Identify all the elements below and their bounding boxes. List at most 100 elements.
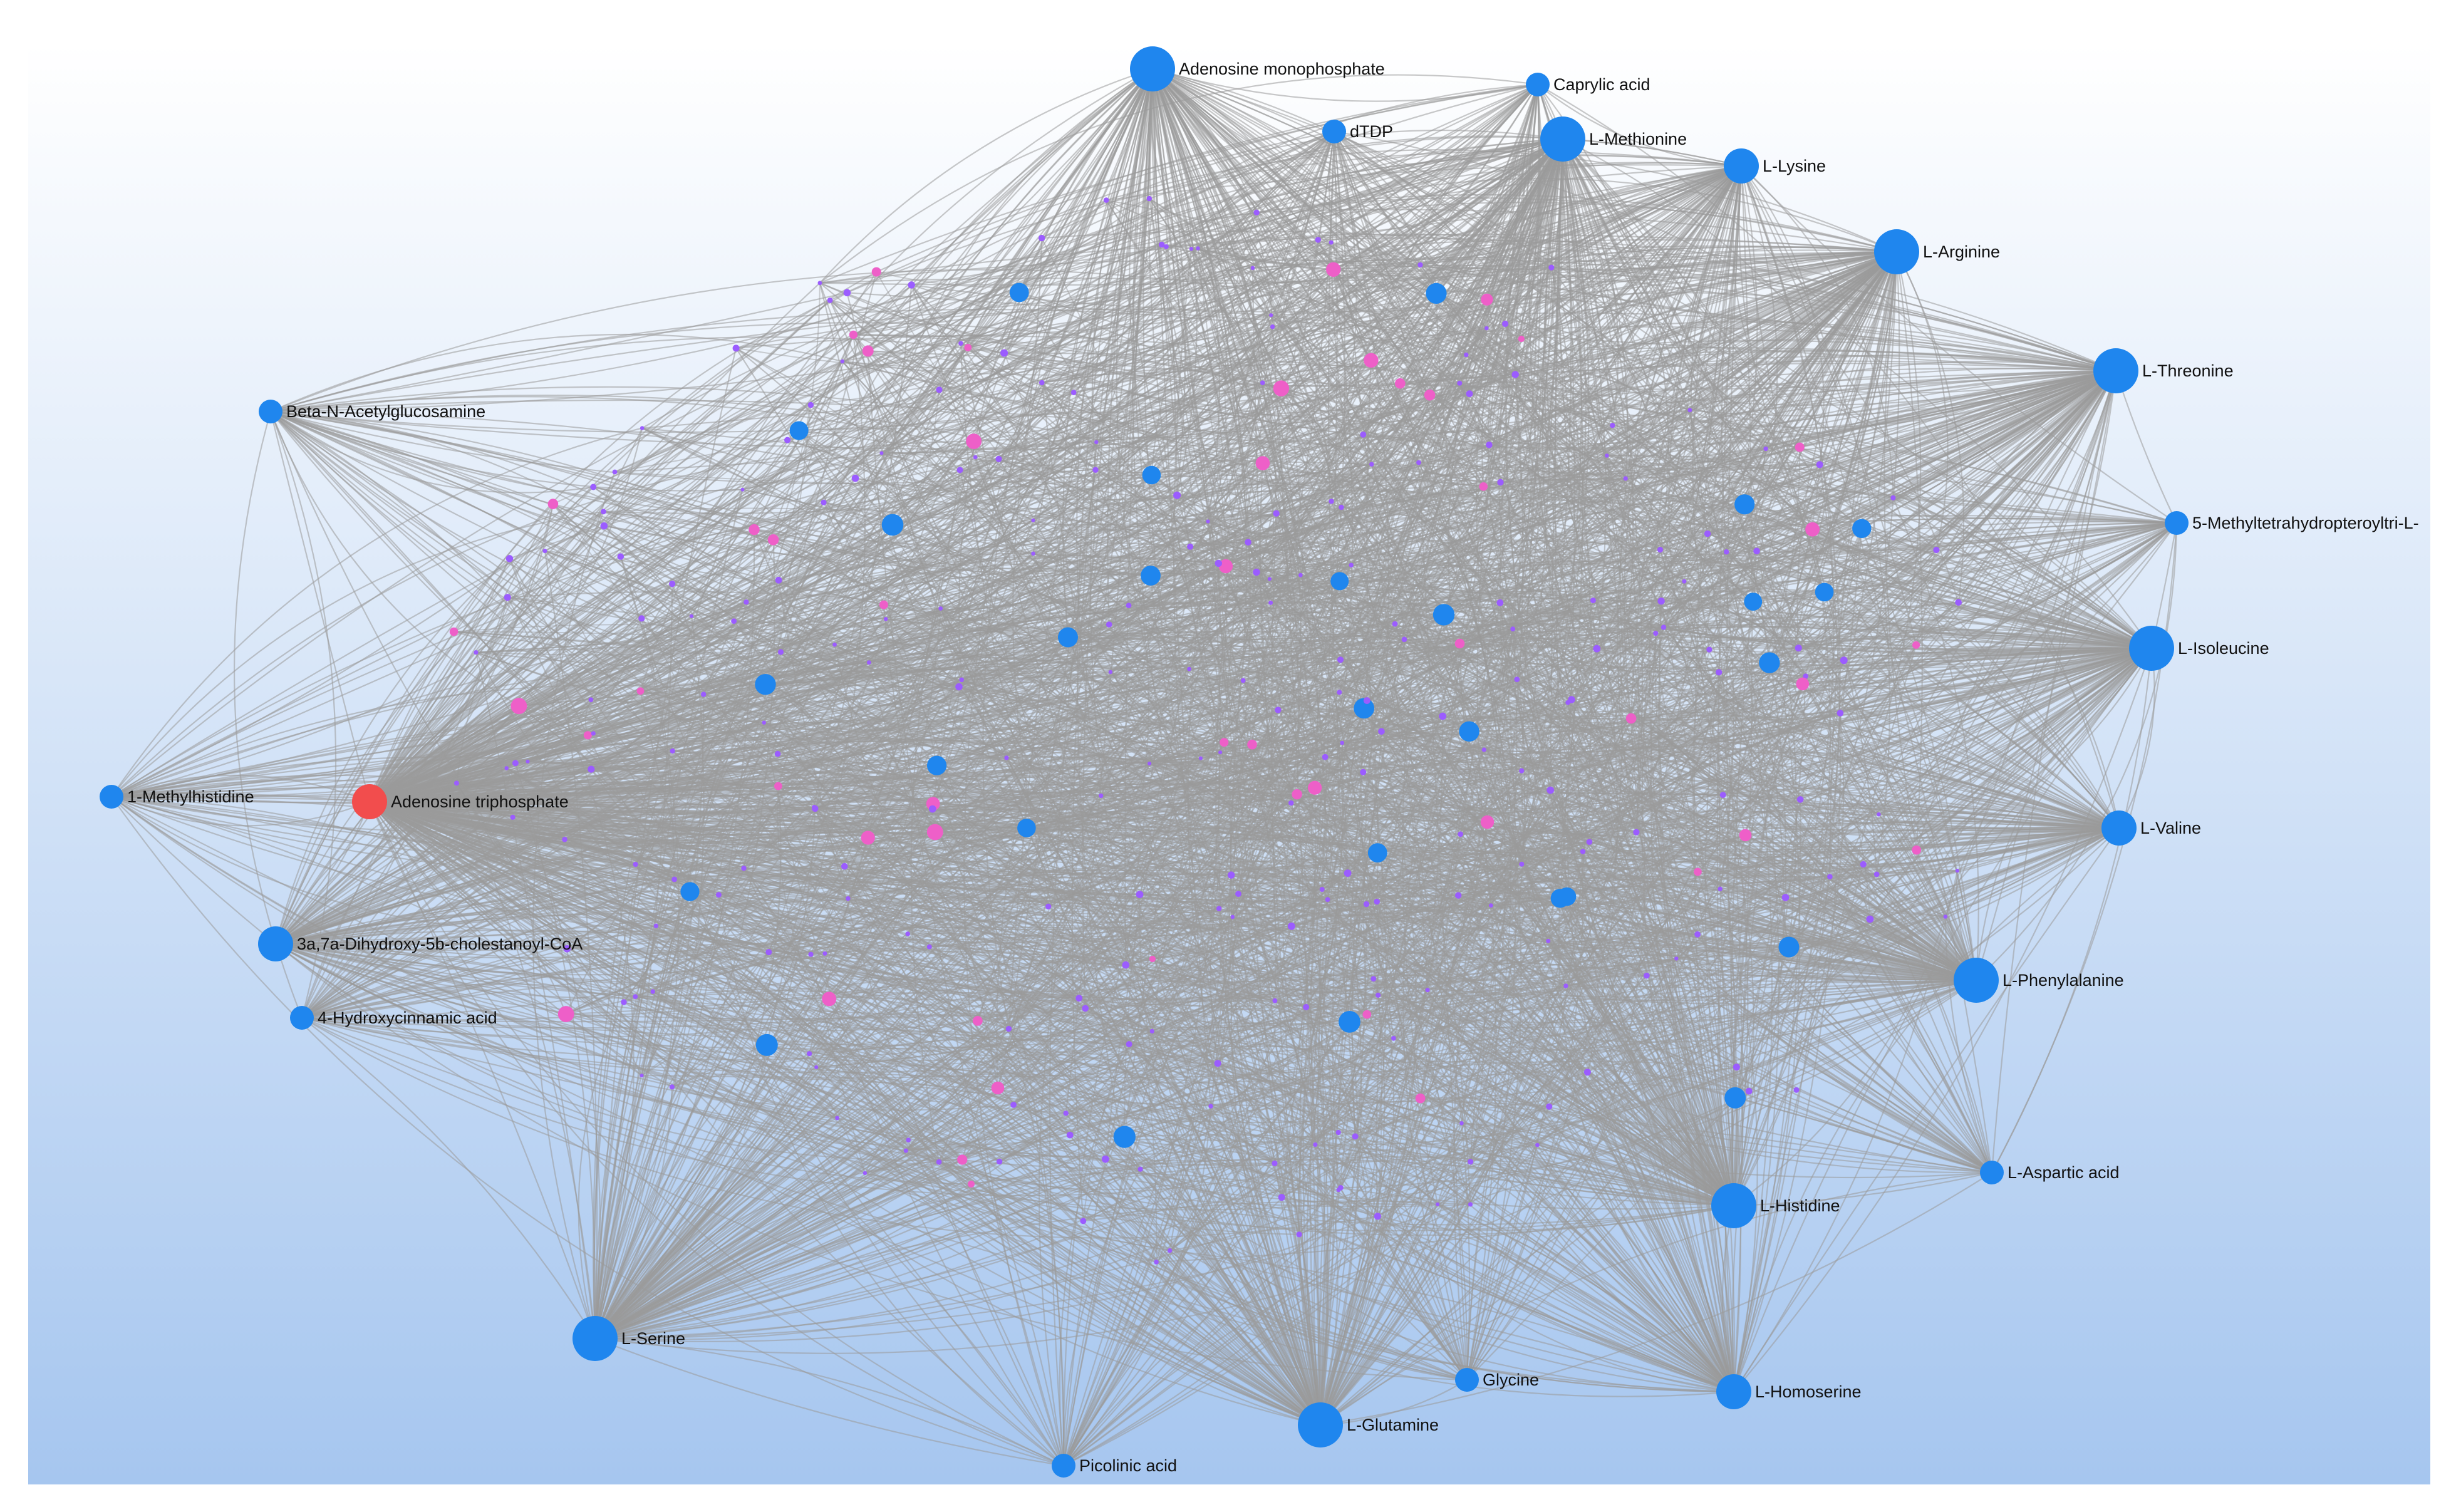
gene-node[interactable]: [1391, 1035, 1396, 1041]
gene-node[interactable]: [1753, 547, 1760, 555]
gene-node[interactable]: [1322, 753, 1329, 760]
gene-node[interactable]: [1103, 197, 1109, 203]
gene-node[interactable]: [1466, 390, 1473, 398]
gene-node[interactable]: [1267, 577, 1272, 581]
gene-node[interactable]: [775, 576, 782, 584]
gene-node[interactable]: [1497, 479, 1504, 486]
gene-node[interactable]: [1337, 656, 1344, 663]
node-ser[interactable]: [573, 1316, 618, 1361]
gene-node[interactable]: [1126, 1041, 1132, 1048]
gene-node[interactable]: [973, 455, 978, 460]
gene-node[interactable]: [743, 599, 749, 605]
gene-node[interactable]: [1583, 1069, 1591, 1076]
node-atp[interactable]: [352, 784, 387, 819]
gene-node[interactable]: [1303, 1003, 1310, 1010]
metabolite-node[interactable]: [755, 674, 776, 695]
node-bnag[interactable]: [259, 400, 282, 423]
gene-node[interactable]: [1511, 371, 1519, 378]
gene-node[interactable]: [1827, 874, 1833, 879]
gene-node[interactable]: [1296, 1231, 1302, 1238]
gene-node[interactable]: [840, 359, 845, 364]
gene-node[interactable]: [1724, 549, 1729, 555]
gene-node[interactable]: [851, 474, 859, 482]
metabolite-node[interactable]: [1058, 627, 1078, 648]
gene-node[interactable]: [1486, 442, 1493, 448]
gene-node[interactable]: [1269, 313, 1273, 318]
gene-node[interactable]: [1546, 1103, 1553, 1110]
gene-node[interactable]: [1278, 1194, 1285, 1201]
metabolite-node[interactable]: [1815, 583, 1834, 602]
gene-node[interactable]: [1106, 621, 1112, 628]
gene-node[interactable]: [1793, 1087, 1800, 1093]
gene-node[interactable]: [1329, 240, 1334, 245]
node-val[interactable]: [2101, 810, 2137, 846]
gene-node[interactable]: [812, 805, 819, 812]
gene-node[interactable]: [1253, 568, 1260, 576]
gene-node[interactable]: [1325, 897, 1330, 903]
node-amp[interactable]: [1130, 46, 1175, 91]
gene-node[interactable]: [1481, 747, 1486, 752]
gene-node[interactable]: [1795, 442, 1805, 452]
gene-node[interactable]: [1063, 1111, 1069, 1116]
gene-node[interactable]: [1796, 796, 1804, 803]
gene-node[interactable]: [749, 524, 760, 536]
gene-node[interactable]: [669, 581, 676, 588]
gene-node[interactable]: [1955, 869, 1959, 873]
gene-node[interactable]: [958, 341, 963, 346]
gene-node[interactable]: [964, 344, 972, 351]
gene-node[interactable]: [591, 731, 596, 736]
metabolite-node[interactable]: [1009, 282, 1029, 303]
gene-node[interactable]: [862, 345, 874, 357]
gene-node[interactable]: [1101, 1155, 1109, 1163]
gene-node[interactable]: [612, 469, 618, 475]
metabolite-node[interactable]: [1759, 652, 1780, 673]
gene-node[interactable]: [1610, 423, 1615, 428]
metabolite-node[interactable]: [881, 514, 904, 536]
node-his[interactable]: [1711, 1183, 1756, 1228]
gene-node[interactable]: [453, 780, 459, 786]
gene-node[interactable]: [906, 1137, 911, 1142]
gene-node[interactable]: [863, 1171, 868, 1176]
gene-node[interactable]: [588, 765, 595, 773]
gene-node[interactable]: [1454, 638, 1465, 649]
node-hca[interactable]: [290, 1006, 314, 1030]
gene-node[interactable]: [1395, 378, 1406, 389]
gene-node[interactable]: [1546, 938, 1551, 943]
gene-node[interactable]: [1548, 264, 1555, 271]
gene-node[interactable]: [762, 720, 766, 725]
gene-node[interactable]: [1255, 456, 1270, 470]
metabolite-node[interactable]: [1744, 593, 1763, 611]
node-thr[interactable]: [2093, 348, 2138, 393]
gene-node[interactable]: [908, 281, 915, 289]
node-dhc[interactable]: [258, 926, 293, 961]
gene-node[interactable]: [777, 649, 784, 655]
gene-node[interactable]: [449, 627, 459, 636]
node-pic[interactable]: [1052, 1454, 1075, 1478]
gene-node[interactable]: [774, 782, 782, 790]
gene-node[interactable]: [1468, 1202, 1473, 1207]
gene-node[interactable]: [1215, 559, 1223, 567]
gene-node[interactable]: [849, 330, 857, 339]
gene-node[interactable]: [807, 1051, 812, 1057]
gene-node[interactable]: [879, 451, 884, 455]
gene-node[interactable]: [822, 951, 827, 956]
gene-node[interactable]: [505, 555, 514, 562]
gene-node[interactable]: [1424, 389, 1436, 401]
gene-node[interactable]: [1196, 246, 1200, 251]
gene-node[interactable]: [1912, 641, 1920, 649]
gene-node[interactable]: [1250, 266, 1255, 271]
node-hse[interactable]: [1716, 1374, 1751, 1409]
gene-node[interactable]: [835, 1116, 839, 1121]
gene-node[interactable]: [936, 386, 943, 393]
gene-node[interactable]: [1489, 903, 1493, 908]
gene-node[interactable]: [1108, 670, 1113, 675]
metabolite-node[interactable]: [1734, 494, 1755, 515]
node-met[interactable]: [1540, 117, 1585, 162]
gene-node[interactable]: [601, 509, 606, 515]
gene-node[interactable]: [1149, 1028, 1154, 1033]
node-gln[interactable]: [1298, 1402, 1343, 1447]
gene-node[interactable]: [1099, 793, 1104, 799]
gene-node[interactable]: [966, 433, 982, 449]
gene-node[interactable]: [1364, 353, 1379, 368]
gene-node[interactable]: [903, 1148, 908, 1153]
